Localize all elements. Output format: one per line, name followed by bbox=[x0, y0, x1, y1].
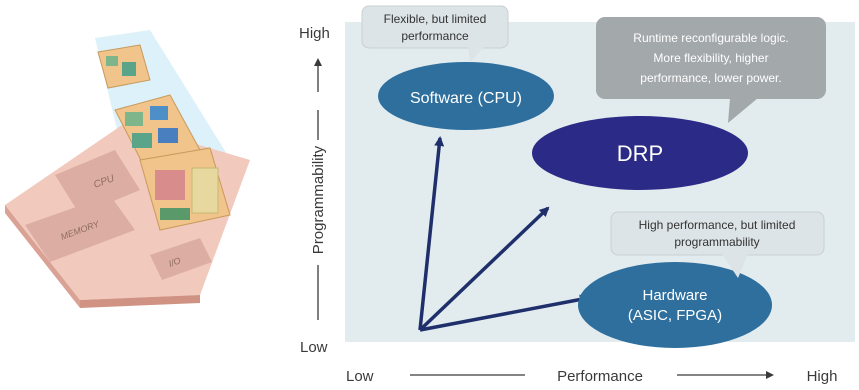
drp-callout: Runtime reconfigurable logic. More flexi… bbox=[596, 17, 826, 123]
io-block bbox=[150, 238, 212, 280]
drp-callout-line-1: Runtime reconfigurable logic. bbox=[633, 31, 788, 45]
arrow-to-software bbox=[418, 136, 445, 331]
tile-top-green-b bbox=[122, 62, 136, 76]
software-node bbox=[378, 62, 554, 130]
hardware-callout-tail bbox=[722, 254, 748, 278]
drp-node-label: DRP bbox=[617, 141, 663, 166]
hardware-callout-box bbox=[610, 211, 825, 256]
tile-io-grid bbox=[191, 167, 219, 214]
drp-callout-line-3: performance, lower power. bbox=[640, 71, 781, 85]
software-node-label: Software (CPU) bbox=[410, 90, 522, 107]
x-axis-low: Low bbox=[346, 368, 374, 385]
arrow-to-hardware bbox=[419, 294, 590, 332]
memory-block bbox=[25, 195, 135, 262]
y-axis-high: High bbox=[299, 25, 330, 42]
tile-green-a bbox=[125, 112, 143, 126]
software-callout-line-1: Flexible, but limited bbox=[384, 12, 487, 26]
arrow-to-drp bbox=[418, 206, 550, 332]
y-axis-low: Low bbox=[300, 339, 328, 356]
hardware-node bbox=[578, 262, 772, 348]
tile-blue-a bbox=[150, 106, 168, 120]
tile-blue-b bbox=[158, 128, 178, 143]
hardware-node-label-2: (ASIC, FPGA) bbox=[628, 307, 722, 324]
software-callout-box bbox=[361, 5, 509, 49]
cpu-block bbox=[55, 150, 140, 215]
hardware-callout-line-2: programmability bbox=[674, 235, 759, 249]
tile-green-b bbox=[132, 133, 152, 148]
software-callout-tail bbox=[468, 47, 484, 62]
software-callout: Flexible, but limited performance bbox=[361, 5, 509, 62]
chip-board-edge-left bbox=[5, 205, 80, 308]
x-axis-label: Performance bbox=[557, 368, 643, 385]
chip-board-edge-front bbox=[80, 295, 200, 308]
drp-node bbox=[532, 116, 748, 190]
drp-callout-line-2: More flexibility, higher bbox=[653, 51, 768, 65]
io-label: I/O bbox=[167, 255, 182, 269]
tile-red bbox=[155, 170, 185, 200]
tile-green-c bbox=[160, 208, 190, 220]
drp-callout-box bbox=[596, 17, 826, 99]
y-axis-label: Programmability bbox=[310, 145, 327, 254]
hardware-callout: High performance, but limited programmab… bbox=[610, 211, 825, 278]
software-callout-line-2: performance bbox=[401, 29, 469, 43]
x-axis-high: High bbox=[807, 368, 838, 385]
tile-top-green bbox=[106, 56, 118, 66]
hardware-node-label-1: Hardware bbox=[642, 287, 707, 304]
hardware-callout-line-1: High performance, but limited bbox=[639, 218, 796, 232]
drp-callout-tail bbox=[728, 98, 758, 123]
reconfigurable-chip-illustration: CPU MEMORY I/O bbox=[5, 30, 250, 308]
